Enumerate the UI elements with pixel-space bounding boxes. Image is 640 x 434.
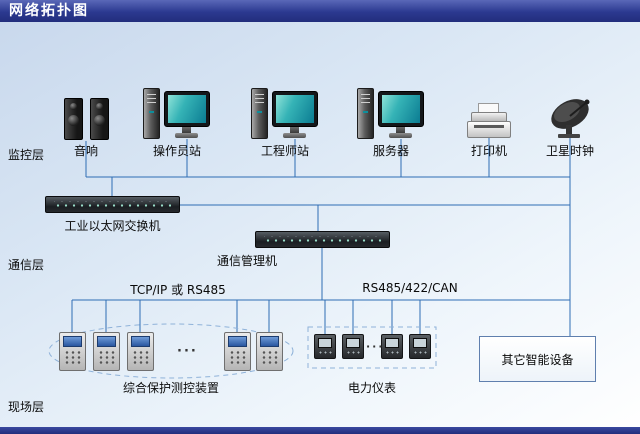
power-meter-icon [381, 334, 403, 359]
protection-device-icon [256, 332, 283, 371]
ethernet-switch-icon [45, 196, 180, 213]
server-icon [357, 87, 425, 140]
comm-manager-icon [255, 231, 390, 248]
ethernet-switch-label: 工业以太网交换机 [64, 219, 161, 233]
meter-ellipsis: ··· [366, 340, 385, 353]
bottom-bar [0, 427, 640, 434]
title-bar: 网络拓扑图 [0, 0, 640, 22]
meter-group-outline [307, 326, 437, 369]
right-bus-label: RS485/422/CAN [362, 281, 458, 295]
power-meter-icon [409, 334, 431, 359]
pc-monitor [164, 91, 210, 127]
power-meter-icon [342, 334, 364, 359]
satellite-clock-label: 卫星时钟 [545, 144, 594, 158]
protection-device-icon [127, 332, 154, 371]
speaker-right [90, 98, 109, 140]
protection-device-icon [93, 332, 120, 371]
speakers-label: 音响 [73, 144, 98, 158]
comm-manager-label: 通信管理机 [216, 254, 277, 268]
operator-station-label: 操作员站 [152, 144, 201, 158]
pc-monitor [272, 91, 318, 127]
meter-group-label: 电力仪表 [347, 381, 396, 395]
layer-label-monitoring: 监控层 [8, 148, 45, 162]
pc-tower [357, 88, 374, 139]
layer-label-field: 现场层 [8, 400, 45, 414]
satellite-clock-icon [544, 96, 596, 140]
protection-device-icon [59, 332, 86, 371]
pc-screen [168, 95, 206, 123]
protection-ellipsis: ··· [177, 344, 198, 359]
pc-tower [143, 88, 160, 139]
power-meter-icon [314, 334, 336, 359]
page-title: 网络拓扑图 [9, 3, 89, 19]
pc-tower [251, 88, 268, 139]
left-bus-label: TCP/IP 或 RS485 [130, 283, 226, 297]
protection-group-outline [48, 323, 294, 379]
layer-label-communication: 通信层 [8, 258, 45, 272]
pc-monitor [378, 91, 424, 127]
engineer-station-label: 工程师站 [260, 144, 309, 158]
pc-screen [382, 95, 420, 123]
protection-device-icon [224, 332, 251, 371]
server-label: 服务器 [372, 144, 409, 158]
printer-icon [467, 103, 511, 138]
speakers-icon [64, 98, 110, 140]
pc-screen [276, 95, 314, 123]
speaker-left [64, 98, 83, 140]
other-devices-box: 其它智能设备 [479, 336, 596, 382]
protection-group-label: 综合保护测控装置 [122, 381, 219, 395]
engineer-station-icon [251, 87, 319, 140]
switch-ports [54, 201, 171, 208]
printer-label: 打印机 [470, 144, 507, 158]
operator-station-icon [143, 87, 211, 140]
comm-manager-ports [264, 236, 381, 243]
